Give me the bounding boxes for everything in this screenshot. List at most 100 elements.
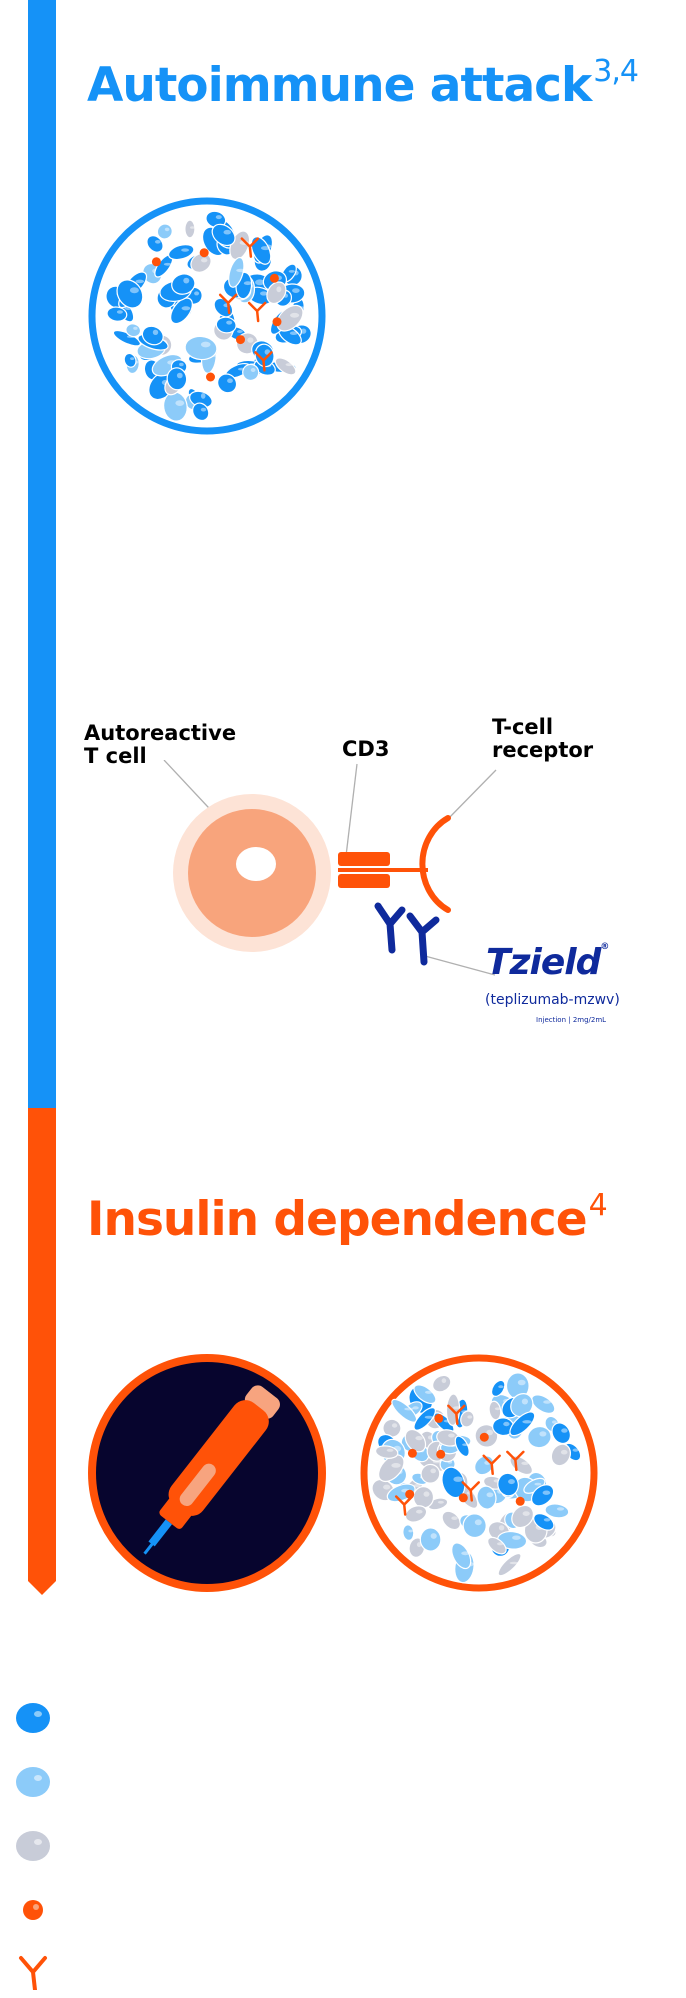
islet-cell [274, 357, 297, 376]
islet-cell [511, 1504, 534, 1529]
islet-cell [490, 1379, 506, 1397]
islet-cell [374, 1445, 399, 1459]
antibody-icon [240, 237, 260, 258]
immune-cell-icon [269, 273, 279, 283]
label-cd3: CD3 [342, 737, 390, 761]
timeline-bar-insulin [28, 1108, 56, 1581]
islet-cell [123, 352, 137, 368]
islet-cell [460, 1410, 475, 1428]
islet-cell [171, 273, 196, 295]
beta-cell-stressed-icon [16, 1767, 50, 1797]
antibody-icon [506, 1450, 525, 1472]
t-cell-diagram [163, 760, 497, 976]
t-cell-receptor [419, 815, 451, 913]
islet-cell [166, 367, 188, 391]
islet-cell [402, 1524, 415, 1541]
islet-cell [404, 1505, 428, 1523]
islet-destroyed-illustration [360, 1354, 598, 1592]
islet-cell [420, 1463, 441, 1484]
islet-cell [116, 279, 144, 309]
islet-cell [413, 1384, 437, 1405]
beta-cell-destroyed-icon [16, 1831, 50, 1861]
islet-cell [497, 1552, 522, 1577]
islet-cell [441, 1510, 462, 1531]
beta-cell-healthy-icon [16, 1703, 50, 1733]
antibody-icon [447, 1404, 466, 1426]
timeline-bar-arrow [28, 1581, 56, 1595]
islet-cell [488, 1400, 502, 1421]
tzield-logo: Tzield® [486, 942, 609, 983]
tzield-dosage: Injection | 2mg/2mL [536, 1016, 607, 1024]
islet-cell [167, 244, 195, 261]
islet-cell [250, 236, 272, 265]
t-cell-nucleus [236, 847, 276, 881]
islet-cell [184, 335, 218, 361]
islet-cell [215, 316, 237, 334]
islet-cell [530, 1484, 555, 1507]
antibody-icon [218, 293, 238, 315]
teplizumab-antibody-icon [374, 902, 440, 966]
cd3-upper [338, 852, 390, 866]
islet-cell [228, 256, 245, 288]
label-t-cell-receptor: T-cell receptor [492, 715, 594, 762]
immune-cell-icon [151, 257, 161, 267]
antibody-icon [254, 351, 273, 372]
islet-cell [476, 1485, 497, 1510]
islet-cell [419, 1527, 442, 1552]
immune-cell-icon [407, 1448, 417, 1458]
islet-cell [156, 223, 173, 240]
islet-cell [441, 1466, 466, 1499]
islet-cell [451, 1542, 472, 1570]
section-title-insulin: Insulin dependence4 [87, 1188, 608, 1247]
islet-cell [413, 1407, 436, 1431]
label-autoreactive-t-cell: Autoreactive T cell [84, 721, 237, 768]
cd3-lower [338, 874, 390, 888]
islet-cell [404, 1428, 427, 1453]
section-title-autoimmune: Autoimmune attack3,4 [87, 54, 639, 113]
islet-cell [276, 304, 304, 332]
immune-cell-icon [199, 248, 209, 258]
islet-cell [533, 1513, 555, 1531]
timeline-bar-autoimmune [28, 0, 56, 1108]
islet-cell [378, 1454, 405, 1483]
immune-cell-icon [458, 1493, 468, 1503]
islet-cell [217, 373, 238, 394]
islet-cell [184, 219, 196, 239]
islet-cell [125, 323, 142, 338]
insulin-pen-illustration [88, 1354, 326, 1592]
islet-cell [527, 1425, 552, 1449]
antibody-icon [247, 301, 267, 323]
immune-cell-icon [515, 1496, 525, 1506]
immune-cell-icon [434, 1413, 444, 1423]
immune-cell-icon [479, 1432, 489, 1442]
islet-cell [190, 252, 212, 273]
islet-cell [531, 1394, 556, 1414]
islet-cell [497, 1472, 519, 1497]
islet-cell [412, 1486, 435, 1509]
islet-cell [254, 343, 275, 368]
islet-cell [551, 1422, 571, 1445]
islet-cell [509, 1411, 536, 1437]
islet-cell [192, 402, 210, 422]
immune-cell-icon [206, 372, 215, 382]
immune-cell-icon [23, 1900, 43, 1920]
legend-icons [16, 1703, 50, 1990]
insulin-pen-icon [143, 1385, 280, 1555]
tzield-generic-name: (teplizumab-mzwv) [485, 992, 620, 1008]
islet-cell [487, 1536, 507, 1555]
antibody-icon [482, 1454, 501, 1476]
islet-cell [454, 1435, 470, 1458]
islet-cell [544, 1503, 570, 1519]
islet-cell [266, 281, 287, 304]
immune-cell-icon [236, 335, 245, 345]
antibody-icon [394, 1495, 414, 1516]
immune-cell-icon [436, 1449, 446, 1459]
islet-cell [462, 1513, 487, 1539]
antibody-icon [19, 1956, 47, 1990]
antibody-icon [461, 1481, 480, 1502]
islet-cell [170, 297, 193, 325]
islet-cell [242, 363, 260, 381]
islet-autoimmune-illustration [88, 197, 326, 435]
islet-cell [550, 1443, 572, 1467]
islet-cell [146, 235, 164, 253]
